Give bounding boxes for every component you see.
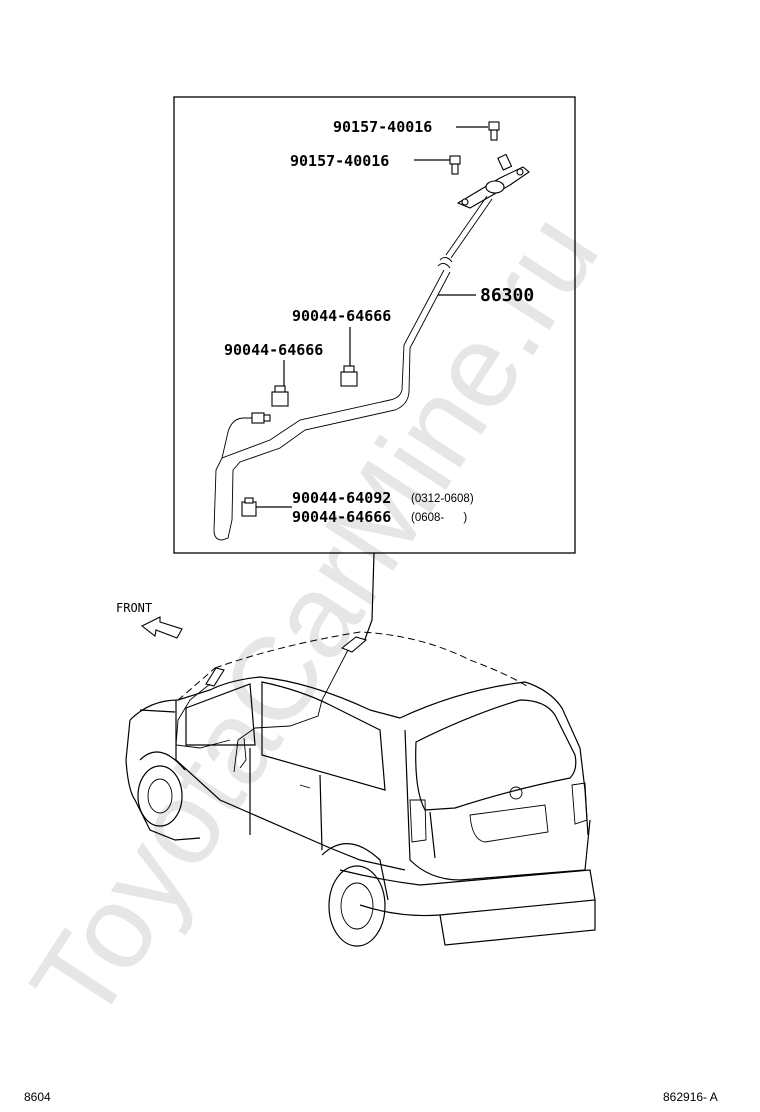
clamp-icon: [340, 365, 358, 387]
figure-code: 862916- A: [663, 1090, 718, 1104]
clamp-icon: [271, 385, 289, 407]
part-label-clamp-lower: 90044-64666: [224, 341, 323, 359]
part-label-antenna-cord: 86300: [480, 285, 534, 306]
vehicle-illustration: [125, 631, 596, 947]
part-label-clamp-b: 90044-64666: [292, 508, 391, 526]
part-period-clamp-b: (0608- ): [411, 512, 467, 524]
screw-icon: [488, 121, 500, 141]
part-period-clamp-a: (0312-0608): [411, 493, 474, 505]
part-label-clamp-upper: 90044-64666: [292, 307, 391, 325]
part-label-clamp-a: 90044-64092: [292, 489, 391, 507]
part-label-screw-upper: 90157-40016: [333, 118, 432, 136]
leader-lines: [256, 126, 488, 508]
front-arrow-icon: [140, 616, 183, 639]
box-leader: [363, 552, 375, 643]
part-label-screw-lower: 90157-40016: [290, 152, 389, 170]
front-label: FRONT: [116, 601, 152, 615]
page-code: 8604: [24, 1090, 51, 1104]
screw-icon: [449, 155, 461, 175]
clamp-icon: [241, 497, 257, 517]
detail-box: [173, 96, 576, 554]
antenna-assembly: [213, 121, 530, 541]
